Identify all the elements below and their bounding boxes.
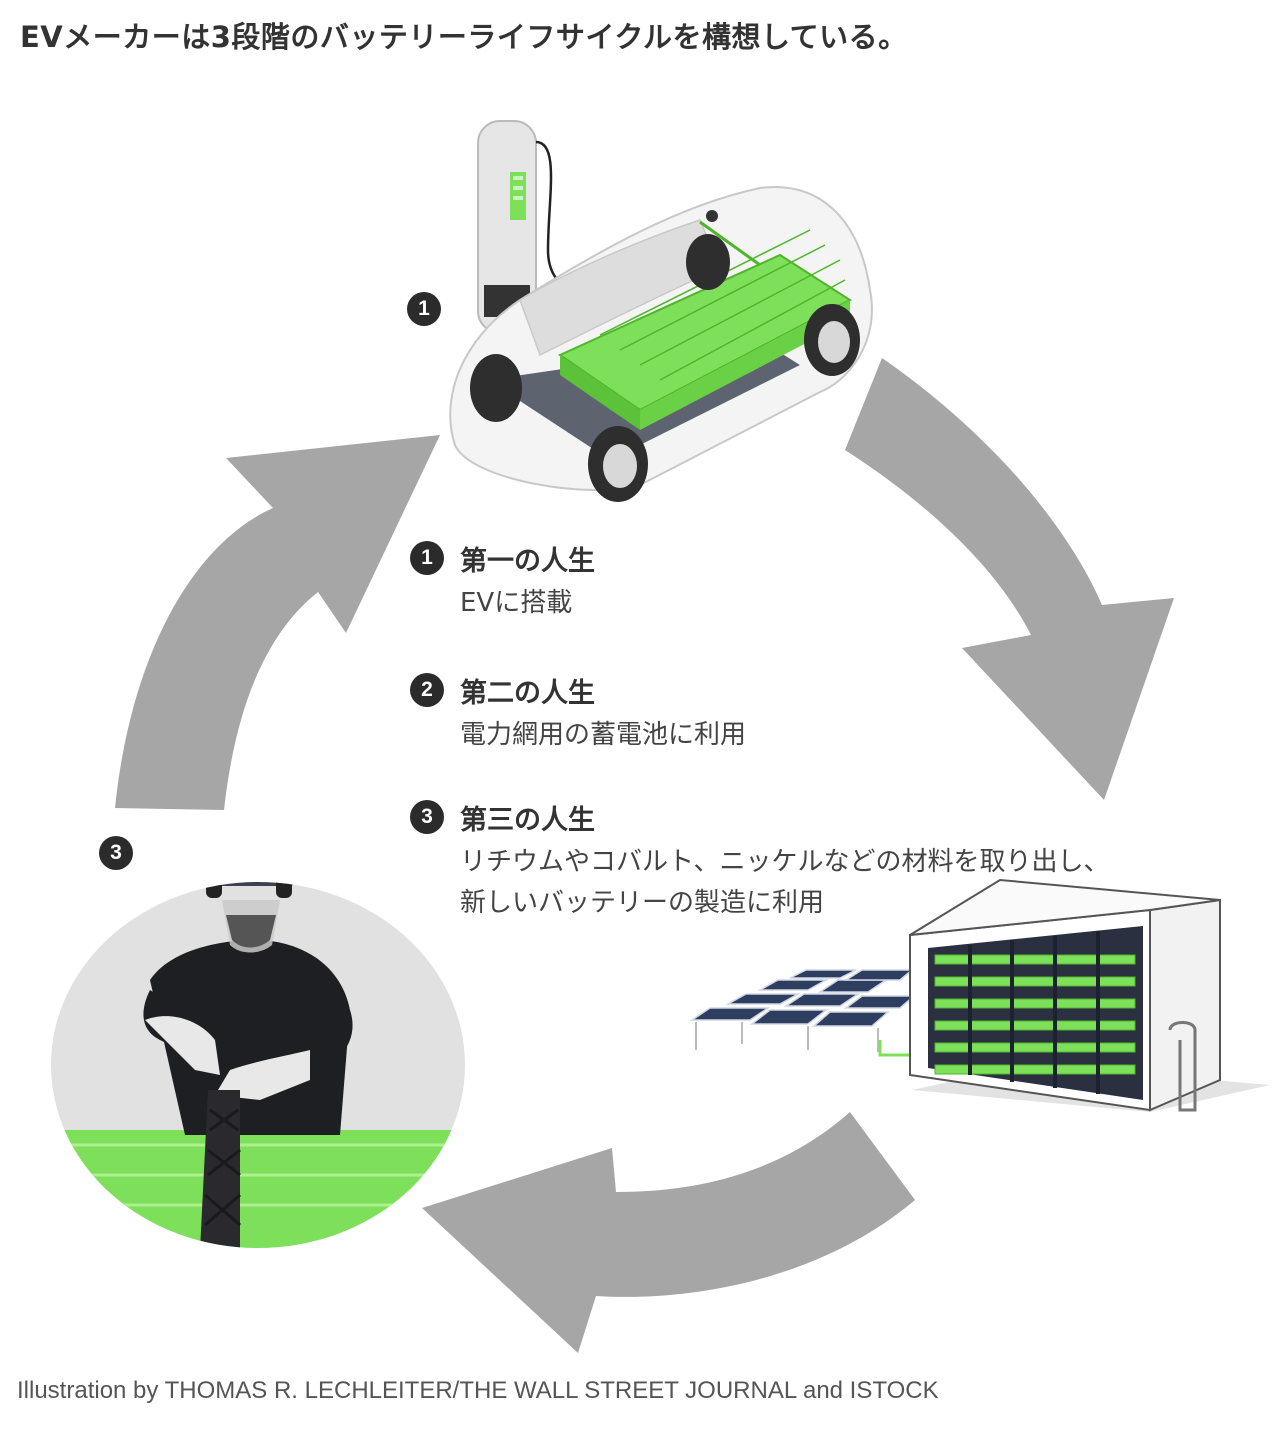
stage-3-desc-line-2: 新しいバッテリーの製造に利用 xyxy=(460,888,825,918)
grid-storage xyxy=(689,878,1270,1112)
stage-3-badge: 3 xyxy=(410,800,444,834)
arrow-car-to-storage xyxy=(845,358,1174,800)
stage-3-desc: リチウムやコバルト、ニッケルなどの材料を取り出し、 新しいバッテリーの製造に利用 xyxy=(460,842,1130,924)
stage-2-badge: 2 xyxy=(410,673,444,707)
stage-2: 2 第二の人生 電力網用の蓄電池に利用 xyxy=(410,673,1130,756)
stage-1-desc-line: EVに搭載 xyxy=(460,588,573,618)
ev-car xyxy=(449,186,873,502)
stage-3-name: 第三の人生 xyxy=(460,804,595,836)
car-stage-badge: 1 xyxy=(407,292,441,326)
stage-2-name: 第二の人生 xyxy=(460,677,595,709)
cycle-arrows xyxy=(115,358,1174,1353)
stage-3: 3 第三の人生 リチウムやコバルト、ニッケルなどの材料を取り出し、 新しいバッテ… xyxy=(410,800,1130,924)
arrow-recycle-to-car xyxy=(115,435,440,810)
recycling-stage-badge: 3 xyxy=(99,836,133,870)
page-title: EVメーカーは3段階のバッテリーライフサイクルを構想している。 xyxy=(20,20,908,54)
stage-1-desc: EVに搭載 xyxy=(460,583,1130,624)
illustration-credit: Illustration by THOMAS R. LECHLEITER/THE… xyxy=(17,1377,939,1404)
stage-2-desc: 電力網用の蓄電池に利用 xyxy=(460,715,1130,756)
arrow-storage-to-recycle xyxy=(422,1112,915,1353)
stage-1-badge: 1 xyxy=(410,541,444,575)
stage-2-desc-line: 電力網用の蓄電池に利用 xyxy=(460,720,747,750)
stage-1-name: 第一の人生 xyxy=(460,545,595,577)
recycling-worker xyxy=(51,882,465,1248)
stage-3-desc-line-1: リチウムやコバルト、ニッケルなどの材料を取り出し、 xyxy=(460,847,1110,877)
stage-1: 1 第一の人生 EVに搭載 xyxy=(410,541,1130,624)
